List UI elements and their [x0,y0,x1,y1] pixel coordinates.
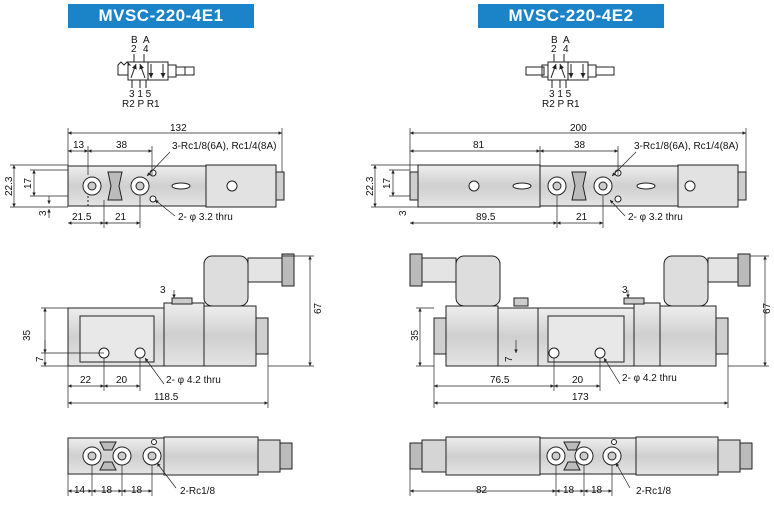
dim-132: 132 [170,123,187,134]
left-front-labels: 3 35 7 67 22 20 2- φ 4.2 thru 118.5 [22,285,324,403]
dim-18b: 18 [591,485,603,496]
hole-note: 2- φ 3.2 thru [628,212,683,223]
dim-18b: 18 [131,485,143,496]
right-bottom-labels: 82 18 18 2-Rc1/8 [476,485,671,497]
valve-symbol-left [117,54,195,88]
left-bottom-view [67,436,293,476]
right-front-dims [416,255,769,408]
dim-17: 17 [23,177,34,189]
svg-text:R2 P R1: R2 P R1 [542,99,580,110]
left-top-view [67,164,285,208]
dim-38: 38 [574,140,586,151]
svg-text:2: 2 [551,44,557,55]
hole-note: 2- φ 4.2 thru [166,375,221,386]
dim-18a: 18 [563,485,575,496]
dim-21-5: 21.5 [72,212,92,223]
left-front-view [67,253,295,367]
model-title-left: MVSC-220-4E1 [68,4,254,28]
dim-35: 35 [410,329,421,341]
dim-18a: 18 [101,485,113,496]
svg-text:A: A [143,35,150,46]
dim-67: 67 [762,302,773,314]
svg-text:A: A [563,35,570,46]
port-note: 2-Rc1/8 [180,486,215,497]
svg-text:4: 4 [563,44,569,55]
dim-35: 35 [22,329,33,341]
right-top-labels: 200 81 38 3-Rc1/8(6A), Rc1/4(8A) 2- φ 3.… [365,123,738,223]
svg-text:3 1 5: 3 1 5 [549,89,572,100]
dim-7: 7 [35,356,46,362]
dim-118-5: 118.5 [154,392,179,403]
dim-13: 13 [73,140,85,151]
dim-7: 7 [504,356,515,362]
model-title-right: MVSC-220-4E2 [478,4,664,28]
svg-text:R2 P R1: R2 P R1 [122,99,160,110]
dim-14: 14 [74,485,86,496]
dim-22-3: 22.3 [4,176,15,196]
dim-20: 20 [572,375,584,386]
valve-symbol-right [525,54,615,88]
dim-81: 81 [473,140,485,151]
port-note: 3-Rc1/8(6A), Rc1/4(8A) [634,141,738,152]
left-bottom-dims [67,462,177,496]
svg-text:2: 2 [131,44,137,55]
hole-note: 2- φ 3.2 thru [178,212,233,223]
dim-3-top: 3 [622,285,628,296]
right-top-view [409,164,747,208]
right-bottom-dims [409,462,631,496]
port-note: 2-Rc1/8 [636,486,671,497]
dim-82: 82 [476,485,488,496]
port-note: 3-Rc1/8(6A), Rc1/4(8A) [172,141,276,152]
dim-89-5: 89.5 [476,212,496,223]
dim-3-top: 3 [160,285,166,296]
dim-22: 22 [80,375,92,386]
dim-21: 21 [576,212,588,223]
dim-76-5: 76.5 [490,375,510,386]
dim-38: 38 [116,140,128,151]
dim-3: 3 [38,210,49,216]
dim-21: 21 [115,212,127,223]
dim-17: 17 [382,177,393,189]
right-top-dims [371,128,747,228]
svg-text:B: B [551,35,558,46]
left-top-dims [10,128,283,228]
dim-200: 200 [570,123,587,134]
left-front-dims [41,255,314,408]
hole-note: 2- φ 4.2 thru [622,373,677,384]
dim-173: 173 [572,392,589,403]
dim-67: 67 [313,302,324,314]
dim-3: 3 [398,210,409,216]
left-bottom-labels: 14 18 18 2-Rc1/8 [74,485,215,497]
right-bottom-view [409,436,753,476]
dim-22-3: 22.3 [365,176,376,196]
dim-20: 20 [116,375,128,386]
right-front-view [409,253,751,367]
svg-text:B: B [131,35,138,46]
svg-text:4: 4 [143,44,149,55]
svg-text:3 1 5: 3 1 5 [129,89,152,100]
left-top-labels: 132 13 38 3-Rc1/8(6A), Rc1/4(8A) 2- φ 3.… [4,123,276,223]
right-front-labels: 3 35 7 67 76.5 20 2- φ 4.2 thru 173 [410,285,773,403]
